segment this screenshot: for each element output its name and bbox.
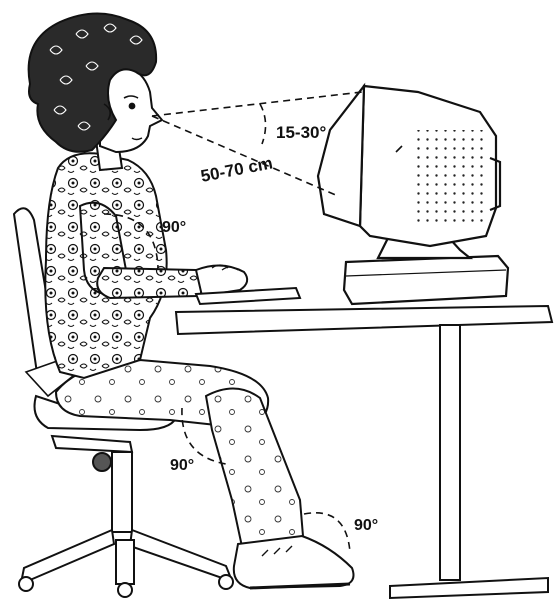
shoe [234, 536, 354, 588]
chair-wheel [19, 577, 33, 591]
chair-leg-front [116, 540, 134, 584]
desk-top [176, 306, 552, 334]
elbow-angle-label: 90° [162, 219, 186, 236]
desk-foot [390, 578, 548, 598]
trousers-shin [206, 388, 304, 556]
chair-wheel [118, 583, 132, 597]
ankle-angle-label: 90° [354, 517, 378, 534]
chair-knob [93, 453, 111, 471]
viewing-angle-label: 15-30° [276, 123, 326, 142]
eye [130, 104, 135, 109]
viewing-angle-arc [260, 104, 266, 144]
knee-angle-label: 90° [170, 457, 194, 474]
desk-leg [440, 325, 460, 580]
monitor-screen [318, 86, 364, 226]
chair-leg-left [22, 530, 114, 580]
person [29, 13, 354, 588]
viewing-distance-label: 50-70 cm [199, 153, 274, 186]
monitor-stand-base [344, 256, 508, 304]
horizontal-sight-line [152, 92, 362, 116]
monitor-vents [412, 130, 486, 224]
chair-wheel [219, 575, 233, 589]
monitor [318, 86, 508, 304]
chair-column [112, 452, 132, 532]
chair-mechanism [52, 436, 132, 452]
chair-leg-right [130, 530, 230, 578]
